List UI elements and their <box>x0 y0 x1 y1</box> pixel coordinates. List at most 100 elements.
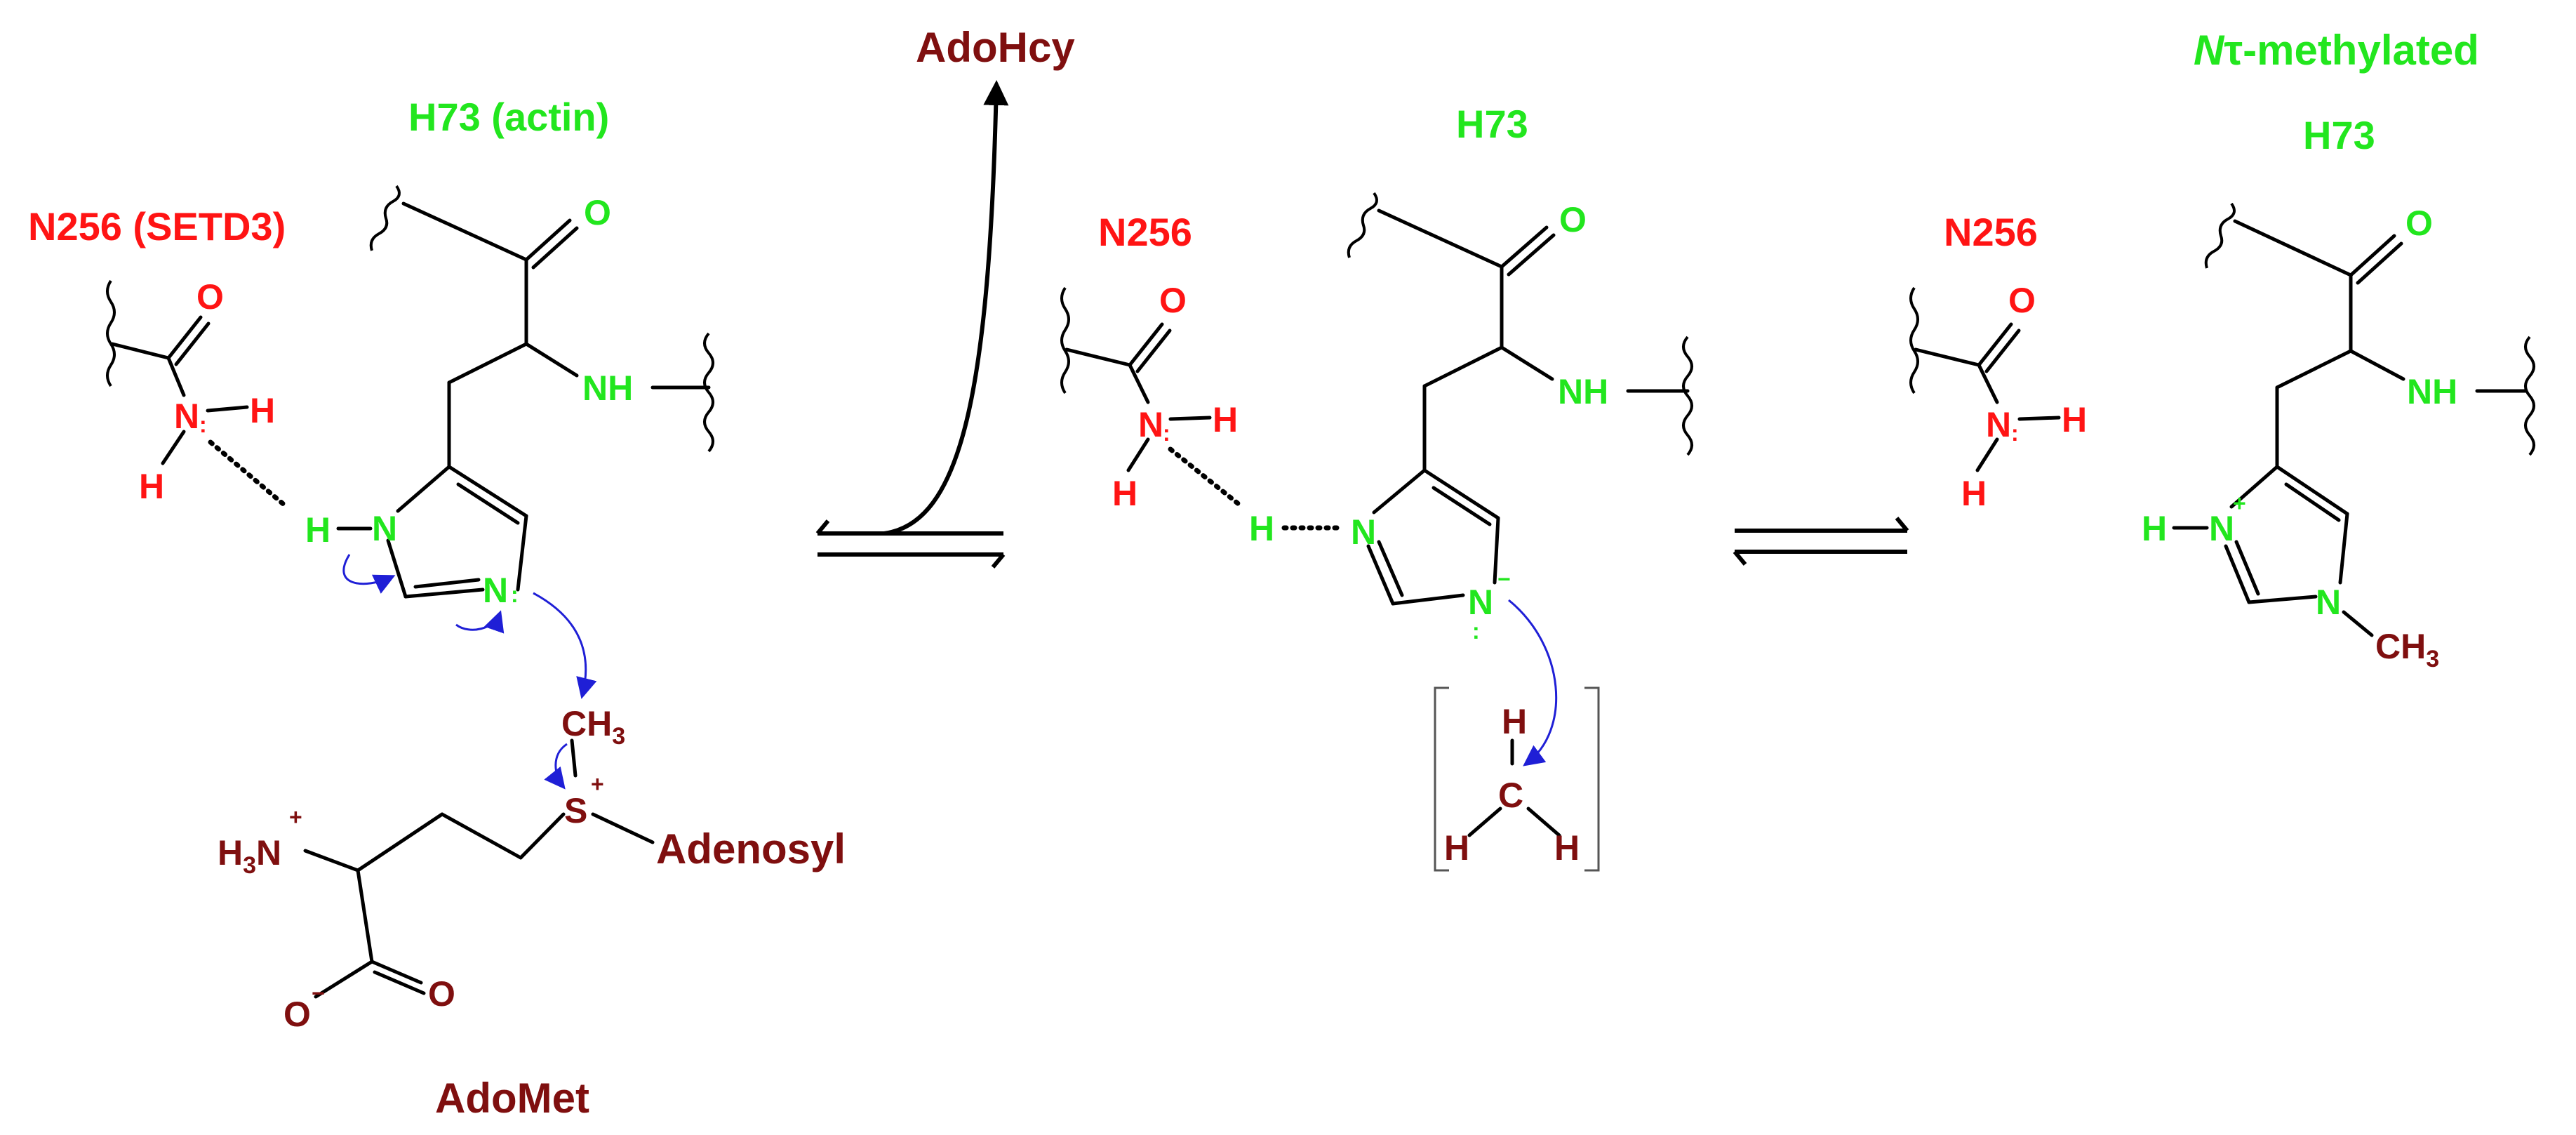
right-ring-n-pi: N <box>2209 509 2234 548</box>
adomet-carboxyl-double-b <box>373 970 426 995</box>
right-n256-bond-ch2-c <box>1914 347 1981 367</box>
left-n256-bond-c-n <box>166 356 186 397</box>
right-title: Nτ-methylated <box>2194 27 2479 74</box>
right-ring-n-tau: N <box>2316 583 2341 622</box>
adohcy-label: AdoHcy <box>916 24 1075 71</box>
mid-n256-hydrogen-right: H <box>1213 400 1238 439</box>
mid-ring-n-tau-lone-pair: : <box>1472 618 1480 644</box>
mid-shared-hydrogen: H <box>1249 509 1274 548</box>
methyl-bond-right <box>1526 807 1561 837</box>
mid-ring-n3-c2b <box>1377 540 1404 597</box>
adomet-carboxylate-charge: − <box>312 981 325 1006</box>
right-n256-hydrogen-right: H <box>2062 400 2087 439</box>
right-h73-bond-alpha <box>2233 219 2353 277</box>
right-h73-wavy-bond <box>2204 202 2236 269</box>
right-h73-carbonyl-a <box>2349 234 2396 277</box>
right-ring-n-methyl-bond <box>2342 610 2374 637</box>
left-ring-c2-n1a <box>403 588 485 599</box>
mid-n256-double-b <box>1135 328 1172 373</box>
adomet-carboxyl-double-a <box>370 960 423 985</box>
right-ring-c4-n3 <box>2229 465 2279 509</box>
right-n256-bond-n-h2 <box>1975 437 1999 472</box>
mid-hydrogen-bond-1 <box>1168 446 1245 510</box>
left-ring-n-pi: N <box>372 509 397 548</box>
adomet-bond-s-ch3 <box>570 738 578 778</box>
right-n256-double-a <box>1977 322 2013 367</box>
methyl-hydrogen-top: H <box>1502 702 1527 741</box>
left-n256-double-bond-b <box>174 321 211 366</box>
adomet-bond-s-adenosyl <box>591 812 655 844</box>
left-h73-bond-cb <box>447 342 528 385</box>
left-n256-hydrogen-down: H <box>139 467 164 506</box>
right-n256-label: N256 <box>1944 210 2038 254</box>
methyl-bond-left <box>1467 807 1502 837</box>
right-h73-nh: NH <box>2407 372 2457 411</box>
adomet-label: AdoMet <box>435 1075 589 1122</box>
left-ring-c4-c5a <box>447 465 528 518</box>
mid-h73-nh: NH <box>1558 372 1608 411</box>
right-n256-lone-pair: : <box>2011 420 2019 446</box>
left-h73-bond-alpha <box>401 201 528 262</box>
adomet-bond-cg-cb <box>440 812 523 860</box>
left-arrow-n-to-methyl <box>533 592 597 699</box>
transition-bracket-right <box>1584 686 1600 872</box>
right-h73-wavy-bond-2 <box>2524 336 2535 456</box>
right-n256-oxygen: O <box>2008 281 2036 320</box>
right-ring-methyl: CH3 <box>2375 627 2439 672</box>
left-ring-c2-n1b <box>413 578 481 589</box>
left-n256-double-bond-a <box>166 315 203 360</box>
right-h73-bond-ca-nh <box>2349 349 2405 381</box>
left-n256-wavy-bond <box>106 279 116 387</box>
adomet-sulfur: S <box>564 791 587 830</box>
left-ring-n-tau-lone-pair: : <box>511 582 519 607</box>
mid-h73-bond-alpha <box>1377 208 1504 269</box>
mid-h73-wavy-bond-2 <box>1682 336 1693 456</box>
left-n256-bond-n-h2 <box>161 430 186 465</box>
left-n256-bond-ch2-c <box>110 342 171 360</box>
mid-h73-oxygen: O <box>1559 200 1587 239</box>
mid-ring-n-tau: N <box>1468 583 1493 622</box>
mid-ring-n-pi: N <box>1351 512 1376 552</box>
mid-n256-bond-n-h2 <box>1126 437 1150 472</box>
left-arrow-h-to-n <box>342 554 396 594</box>
left-ring-n-tau: N <box>483 571 508 610</box>
methyl-hydrogen-left: H <box>1444 828 1469 868</box>
left-ring-n3-c2 <box>386 538 408 599</box>
mid-arrow-n-to-methyl <box>1508 599 1558 766</box>
right-n256-wavy-bond <box>1909 286 1919 394</box>
adomet-amine-charge: + <box>289 804 302 830</box>
mid-h73-carbonyl-b <box>1507 233 1556 277</box>
middle-panel: N256 H73 O N : H H H O NH N <box>1060 102 1693 872</box>
right-n256-hydrogen-down: H <box>1961 474 1987 513</box>
mid-ring-c2-n1 <box>1391 593 1465 606</box>
left-ring-c4-c5b <box>456 482 520 525</box>
mid-h73-label: H73 <box>1456 102 1528 146</box>
adomet-carboxyl-oxygen: O <box>428 974 455 1014</box>
adomet-carboxylate-oxygen: O <box>283 995 311 1034</box>
right-panel: Nτ-methylated H73 N256 O N : H H O NH N … <box>1909 27 2535 672</box>
right-ring-c4-c5b <box>2284 482 2341 522</box>
left-h73-wavy-bond <box>369 185 401 251</box>
right-ring-c5-n1 <box>2338 512 2349 585</box>
left-n256-lone-pair: : <box>199 412 207 437</box>
left-n256-nitrogen: N <box>174 397 199 436</box>
adohcy-release-arrow <box>883 80 1009 536</box>
left-ring-c4-n3 <box>396 465 451 513</box>
equilibrium-arrow-1: AdoHcy <box>815 24 1075 569</box>
right-h73-oxygen: O <box>2405 204 2433 243</box>
mid-h73-bond-cb <box>1422 345 1504 388</box>
mid-ring-c4-c5b <box>1432 486 1492 526</box>
left-n256-bond-n-h <box>206 405 249 413</box>
adomet-adenosyl: Adenosyl <box>656 825 846 872</box>
mid-n256-nitrogen: N <box>1138 405 1163 444</box>
left-h73-wavy-bond-2 <box>703 332 714 453</box>
left-n256-label: N256 (SETD3) <box>28 204 286 248</box>
adomet-bond-cb-ca <box>356 812 444 872</box>
adomet-bond-s-cg <box>519 812 566 860</box>
mid-ring-c4-c5a <box>1422 468 1500 520</box>
right-ring-n-pi-charge: + <box>2233 491 2246 516</box>
mid-ring-n3-c2a <box>1366 544 1395 606</box>
adomet-bond-c-o <box>314 960 374 999</box>
equilibrium-arrow-2 <box>1733 517 1909 566</box>
